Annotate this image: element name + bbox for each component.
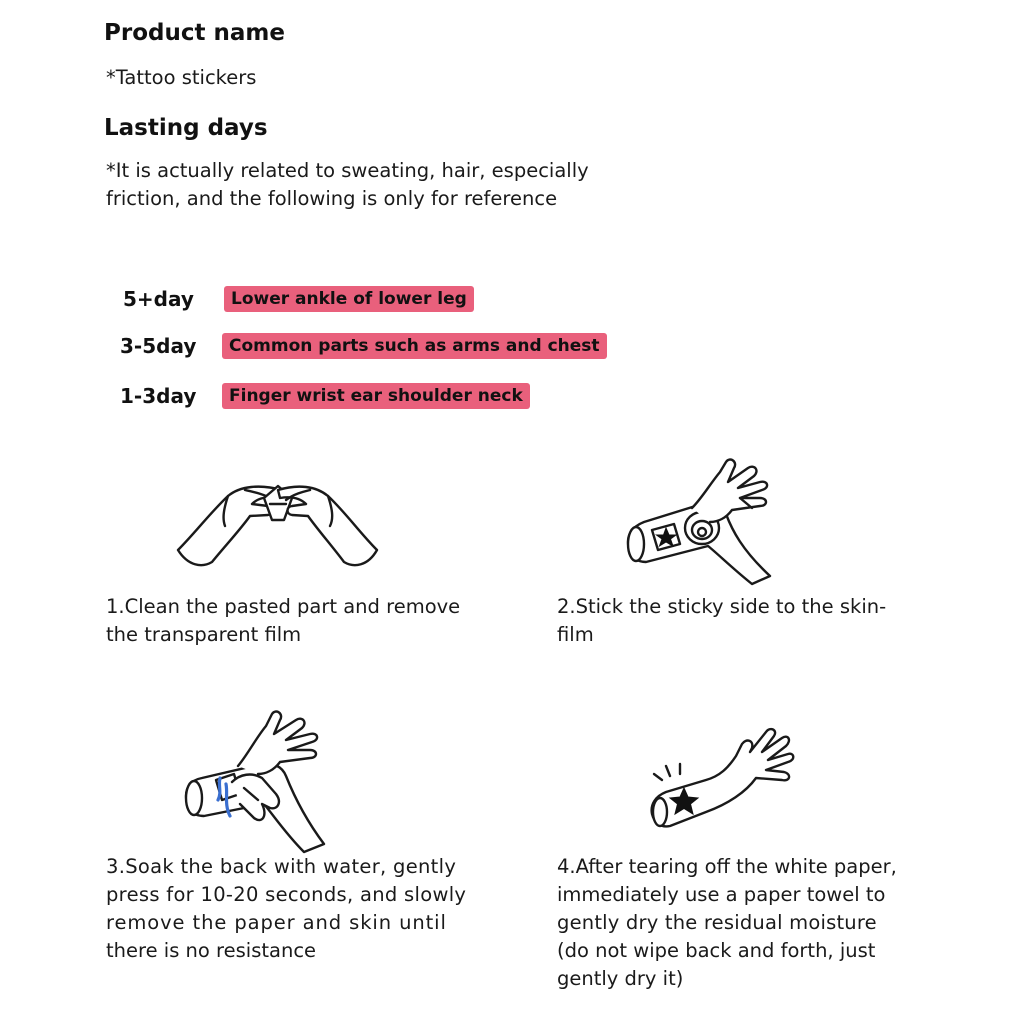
step-2-line: 2.Stick the sticky side to the skin- <box>557 595 887 618</box>
hands-peeling-film-icon <box>176 484 379 567</box>
step-4-line: 4.After tearing off the white paper, <box>557 855 897 878</box>
product-name-heading: Product name <box>104 20 285 46</box>
step-4-line: gently dry the residual moisture <box>557 911 877 934</box>
lasting-days-note-line-2: friction, and the following is only for … <box>106 187 558 210</box>
step-3-line: 3.Soak the back with water, gently <box>106 855 457 878</box>
step-4-line: immediately use a paper towel to <box>557 883 886 906</box>
body-part-tag: Lower ankle of lower leg <box>224 286 474 312</box>
hand-wetting-paper-icon <box>184 710 326 854</box>
step-3-line: remove the paper and skin until <box>106 911 447 934</box>
duration-days: 3-5day <box>120 334 197 358</box>
body-part-tag: Finger wrist ear shoulder neck <box>222 383 530 409</box>
hand-applying-sticker-icon <box>626 458 772 586</box>
finished-tattoo-icon <box>650 727 795 828</box>
duration-days: 5+day <box>123 287 194 311</box>
step-4-line: (do not wipe back and forth, just <box>557 939 876 962</box>
duration-days: 1-3day <box>120 384 197 408</box>
step-3-line: press for 10-20 seconds, and slowly <box>106 883 467 906</box>
step-3-line: there is no resistance <box>106 939 317 962</box>
body-part-tag: Common parts such as arms and chest <box>222 333 607 359</box>
lasting-days-heading: Lasting days <box>104 115 268 141</box>
product-name-value: *Tattoo stickers <box>106 66 257 89</box>
step-4-line: gently dry it) <box>557 967 684 990</box>
lasting-days-note-line-1: *It is actually related to sweating, hai… <box>106 159 589 182</box>
step-2-line: film <box>557 623 594 646</box>
step-1-line: the transparent film <box>106 623 302 646</box>
step-1-line: 1.Clean the pasted part and remove <box>106 595 461 618</box>
